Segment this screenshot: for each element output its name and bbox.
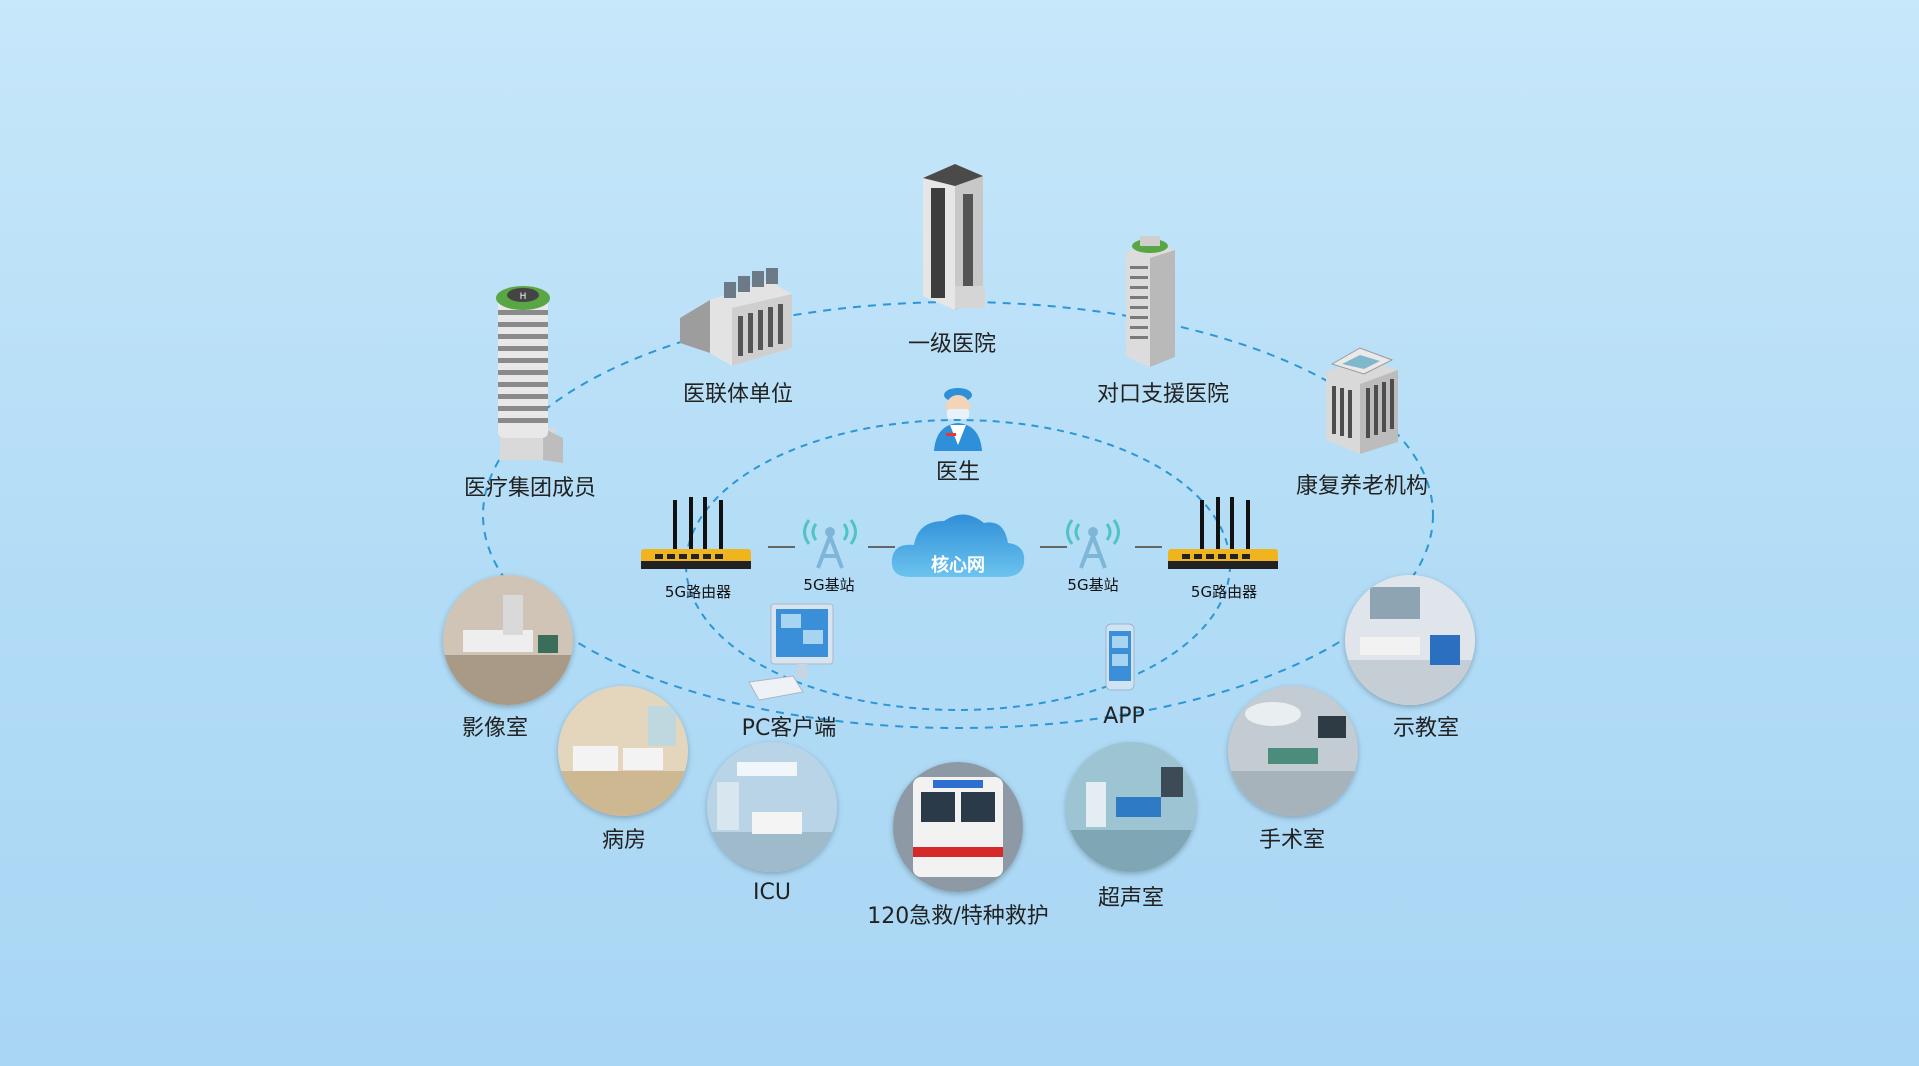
pc-monitor-icon	[748, 603, 834, 701]
ward-label: 病房	[601, 828, 647, 853]
ambulance-label: 120急救/特种救护	[867, 904, 1049, 929]
app-label: APP	[1103, 704, 1145, 729]
cloud-core-network-icon	[891, 514, 1025, 577]
icu-photo	[707, 742, 837, 872]
rehab-facility-building-icon	[1326, 347, 1398, 454]
primary-hospital-label: 一级医院	[907, 332, 997, 357]
teaching-room-label: 示教室	[1392, 716, 1460, 741]
ward-photo	[558, 686, 688, 816]
ambulance-photo	[893, 762, 1023, 892]
router-right-label: 5G路由器	[1190, 583, 1258, 601]
imaging-room-photo	[443, 575, 573, 705]
svg-text:H: H	[520, 292, 527, 302]
medical-group-member-label: 医疗集团成员	[463, 476, 597, 501]
mobile-app-icon	[1105, 623, 1135, 691]
rehab-elderly-care-label: 康复养老机构	[1295, 474, 1429, 499]
base-station-right-label: 5G基站	[1067, 576, 1119, 594]
icu-label: ICU	[753, 880, 791, 905]
operating-room-photo	[1228, 686, 1358, 816]
core-network-label: 核心网	[931, 555, 985, 576]
imaging-room-label: 影像室	[461, 716, 529, 741]
base-station-left-icon	[803, 519, 857, 569]
round-tower-building-icon: H	[496, 286, 563, 463]
tall-hospital-tower-icon	[923, 164, 985, 310]
operating-room-label: 手术室	[1258, 828, 1326, 853]
ultrasound-room-label: 超声室	[1097, 886, 1165, 911]
hospital-block-building-icon	[680, 268, 792, 366]
pc-client-label: PC客户端	[741, 716, 837, 741]
ultrasound-room-photo	[1066, 742, 1196, 872]
router-left-label: 5G路由器	[664, 583, 732, 601]
base-station-left-label: 5G基站	[803, 576, 855, 594]
slim-hospital-tower-icon	[1126, 236, 1175, 367]
alliance-unit-label: 医联体单位	[682, 382, 794, 407]
doctor-icon	[934, 388, 982, 451]
teaching-room-photo	[1345, 575, 1475, 705]
router-right-icon	[1168, 497, 1278, 569]
router-left-icon	[641, 497, 751, 569]
doctor-label: 医生	[935, 460, 981, 485]
support-hospital-label: 对口支援医院	[1096, 382, 1230, 407]
base-station-right-icon	[1066, 519, 1120, 569]
